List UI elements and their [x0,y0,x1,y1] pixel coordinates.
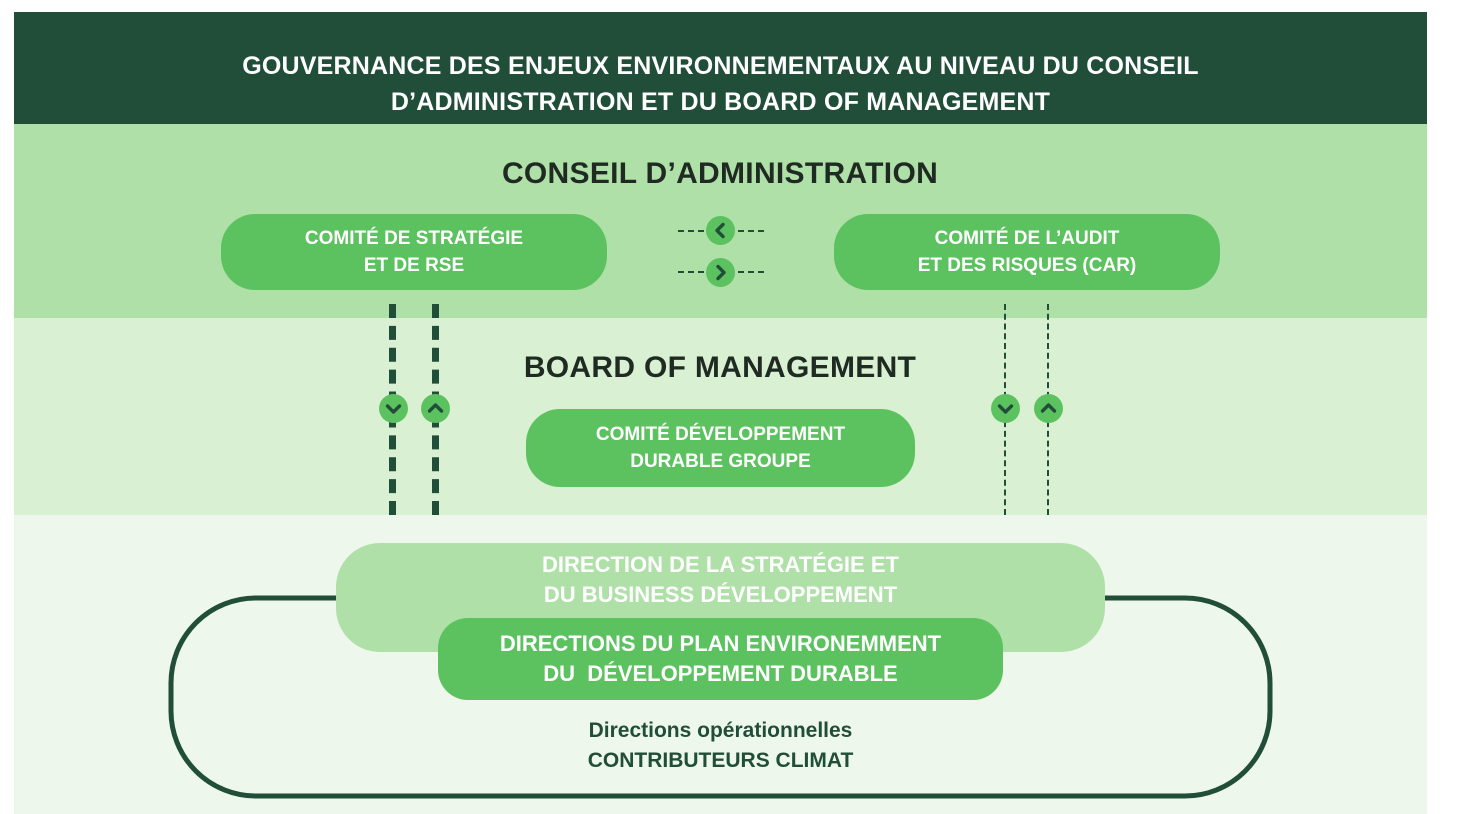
directions-plan-environnement: DIRECTIONS DU PLAN ENVIRONEMMENT DU DÉVE… [438,618,1003,700]
board-management-title: BOARD OF MANAGEMENT [523,351,917,384]
direction-strategie-line-1: DIRECTION DE LA STRATÉGIE ET [542,552,899,577]
chevron-left-icon [706,216,735,245]
title-line-1: GOUVERNANCE DES ENJEUX ENVIRONNEMENTAUX … [242,52,1199,80]
comite-strategie-line-2: ET DE RSE [363,255,465,276]
direction-plan-line-2: DU DÉVELOPPEMENT DURABLE [543,661,898,686]
chevron-down-icon [991,394,1020,423]
chevron-up-icon [1034,394,1063,423]
comite-strategie-line-1: COMITÉ DE STRATÉGIE [304,228,524,249]
comite-dd-line-1: COMITÉ DÉVELOPPEMENT [595,424,846,445]
chevron-down-icon [379,394,408,423]
contributeurs-line-1: Directions opérationnelles [588,719,853,742]
direction-plan-line-1: DIRECTIONS DU PLAN ENVIRONEMMENT [499,631,942,656]
chevron-right-icon [706,258,735,287]
header-banner: GOUVERNANCE DES ENJEUX ENVIRONNEMENTAUX … [14,12,1427,124]
diagram-title: GOUVERNANCE DES ENJEUX ENVIRONNEMENTAUX … [14,48,1427,120]
comite-audit-risques: COMITÉ DE L’AUDIT ET DES RISQUES (CAR) [834,214,1220,290]
contributeurs-climat: Directions opérationnelles CONTRIBUTEURS… [438,716,1003,776]
comite-audit-line-2: ET DES RISQUES (CAR) [917,255,1137,276]
comite-audit-line-1: COMITÉ DE L’AUDIT [934,228,1120,249]
comite-developpement-durable: COMITÉ DÉVELOPPEMENT DURABLE GROUPE [526,409,915,487]
comite-dd-line-2: DURABLE GROUPE [630,451,811,472]
comite-strategie-rse: COMITÉ DE STRATÉGIE ET DE RSE [221,214,607,290]
conseil-title: CONSEIL D’ADMINISTRATION [501,157,939,190]
title-line-2: D’ADMINISTRATION ET DU BOARD OF MANAGEME… [390,88,1051,116]
chevron-up-icon [421,394,450,423]
contributeurs-line-2: CONTRIBUTEURS CLIMAT [587,749,854,772]
direction-strategie-line-2: DU BUSINESS DÉVELOPPEMENT [543,582,898,607]
